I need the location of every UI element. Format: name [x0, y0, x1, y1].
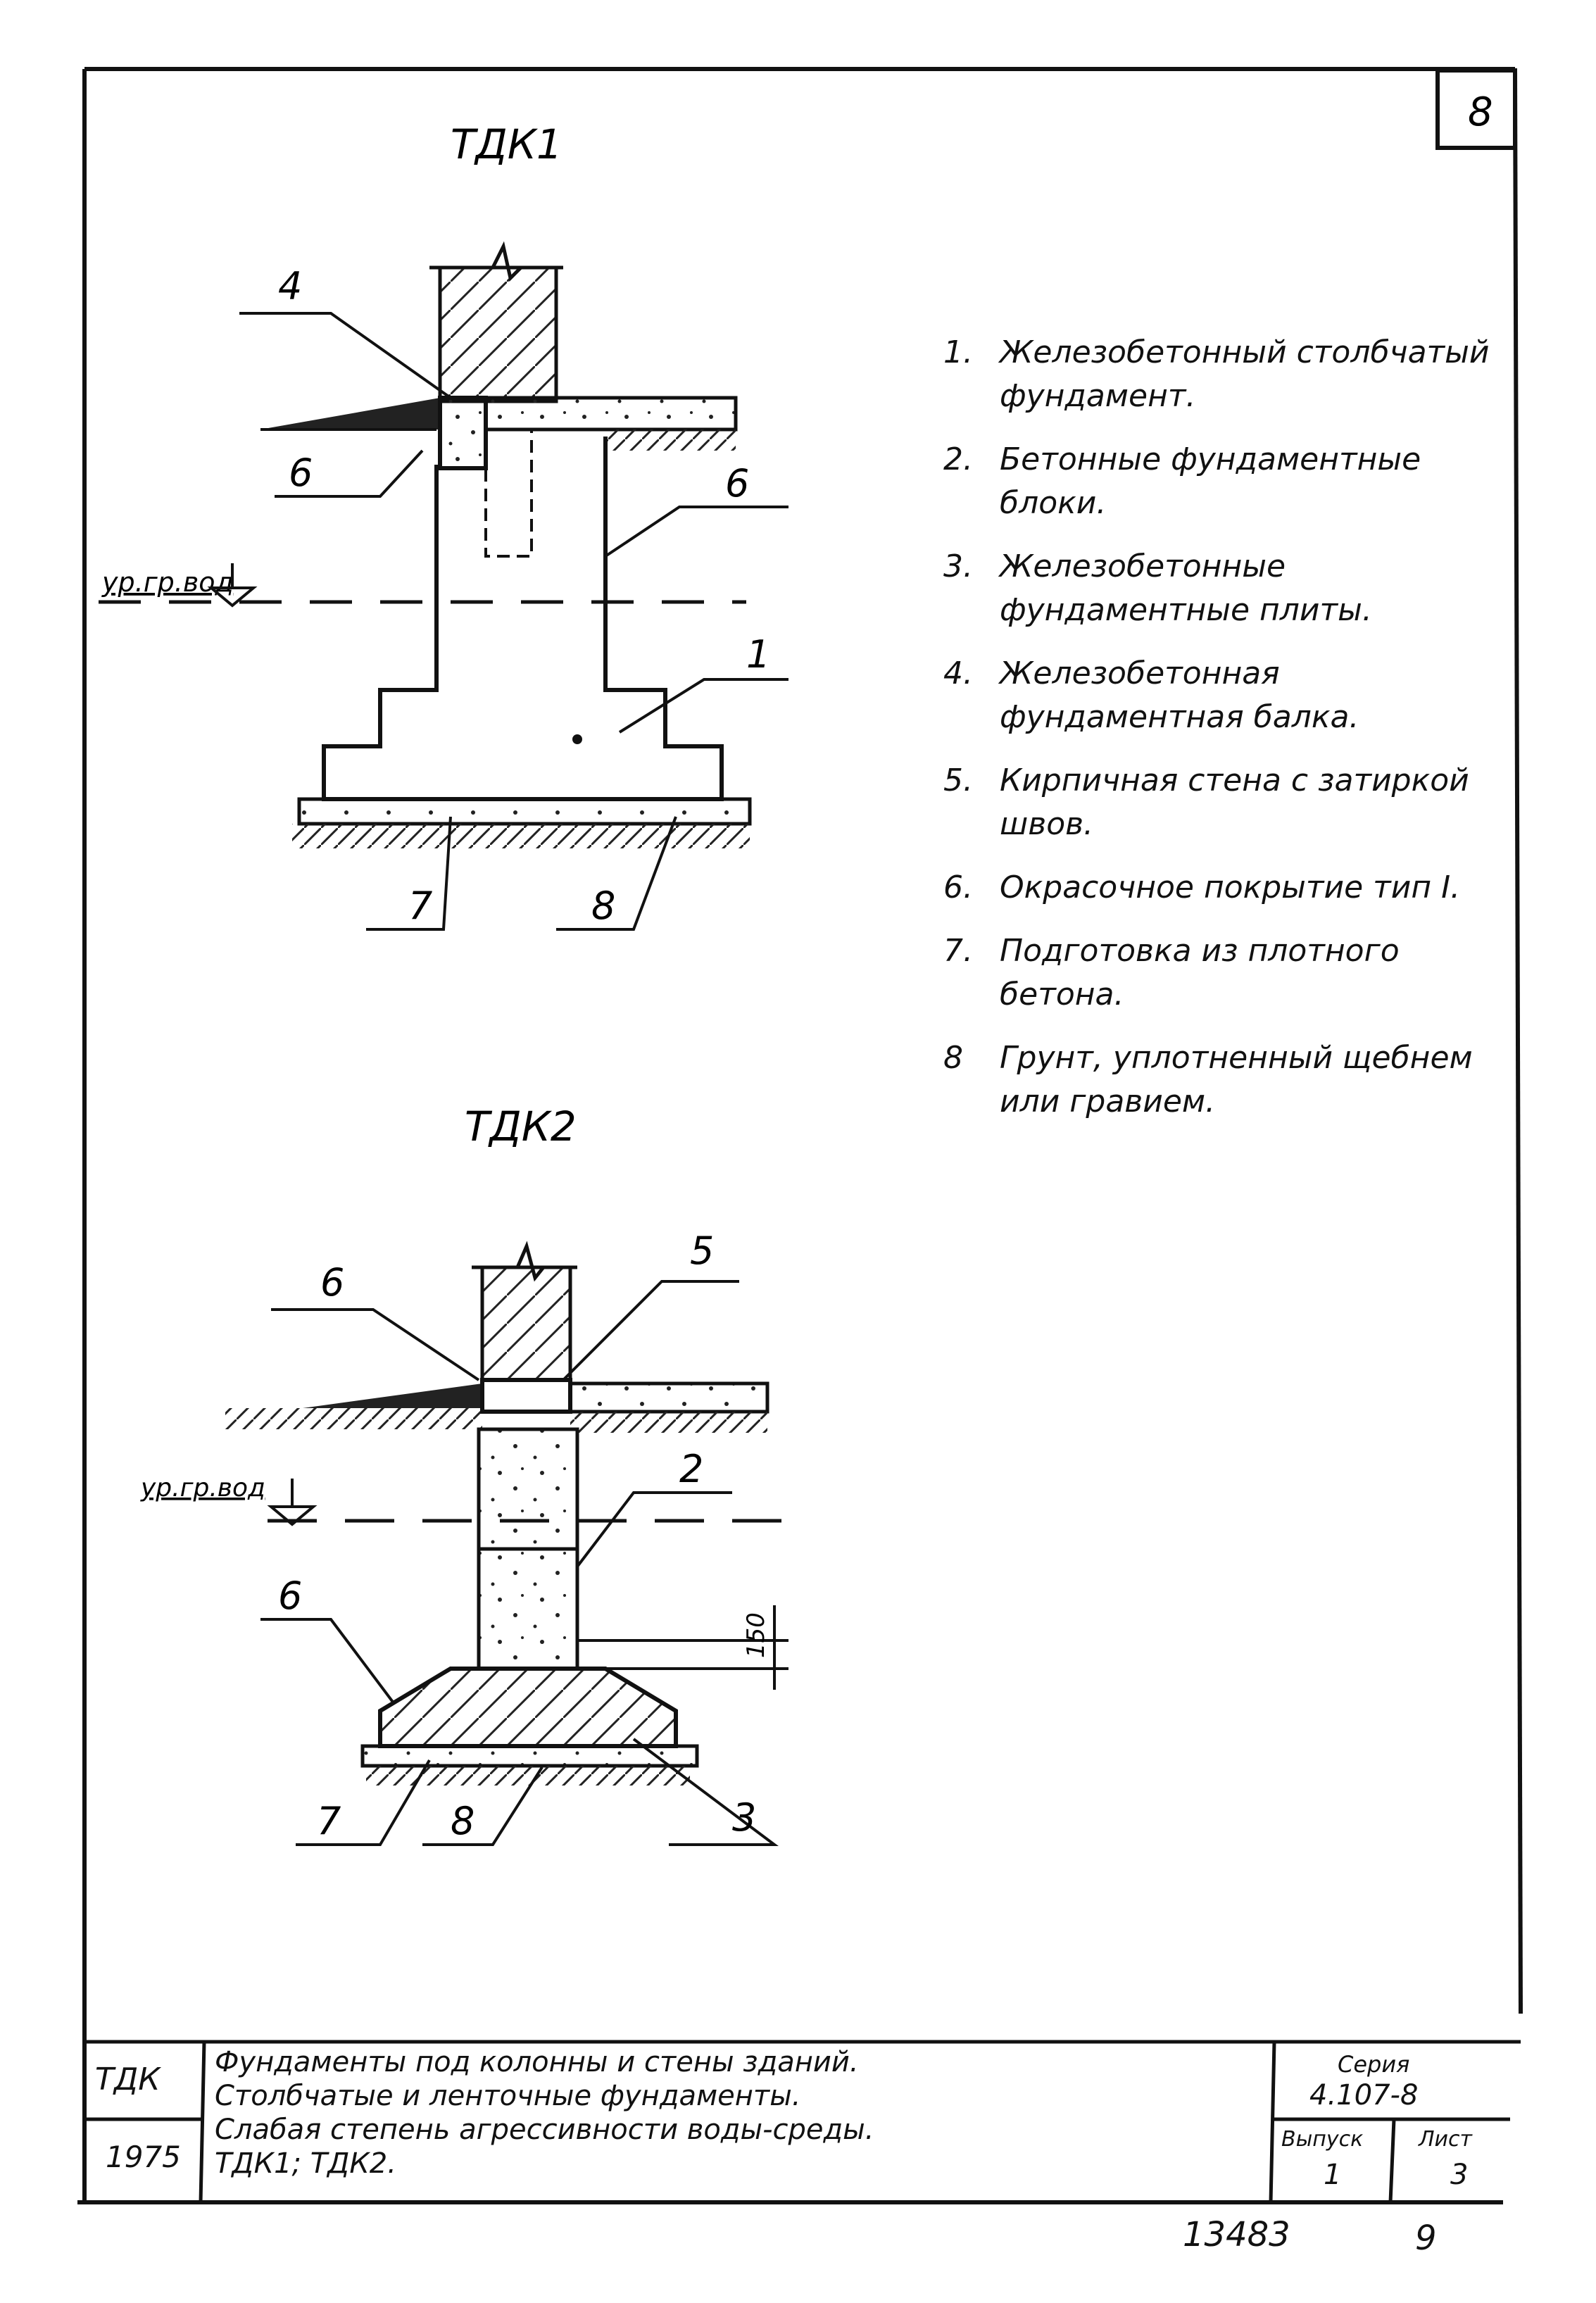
description-line: Фундаменты под колонны и стены зданий. — [215, 2046, 859, 2078]
tdk1-soil-right — [605, 429, 736, 451]
description-line: ТДК1; ТДК2. — [215, 2147, 396, 2180]
tdk2-floor-slab — [568, 1381, 769, 1414]
legend-number: 2. — [943, 441, 973, 477]
tdk1-drawing: ТДК1 ур.гр.вод 4 — [99, 120, 788, 931]
tdk1-callout-6-left: 6 — [289, 451, 313, 495]
tdk2-title: ТДК2 — [465, 1103, 577, 1150]
legend-number: 8 — [943, 1040, 963, 1076]
legend-text: Окрасочное покрытие тип I. — [1000, 870, 1461, 905]
tdk2-callout-6-bottom: 6 — [278, 1574, 302, 1618]
tdk2-wall-base — [480, 1378, 572, 1414]
legend-number: 4. — [943, 655, 973, 691]
series-label: Серия — [1338, 2051, 1410, 2078]
legend-number: 7. — [943, 933, 973, 969]
legend-number: 6. — [943, 870, 973, 905]
tdk2-drawing: ТДК2 ур.гр.вод 150 — [140, 1103, 788, 1846]
tdk2-blind-area — [303, 1383, 482, 1408]
legend: 1. Железобетонный столбчатый фундамент. … — [943, 331, 1521, 1143]
legend-text: Кирпичная стена с затиркой швов. — [1000, 763, 1469, 842]
legend-number: 1. — [943, 334, 973, 370]
legend-text: Грунт, уплотненный щебнем или гравием. — [1000, 1040, 1473, 1119]
legend-item: 3. Железобетонные фундаментные плиты. — [943, 545, 1521, 632]
tdk2-foundation-slab — [378, 1667, 678, 1748]
legend-item: 8 Грунт, уплотненный щебнем или гравием. — [943, 1036, 1521, 1124]
tdk2-callout-8: 8 — [451, 1799, 475, 1843]
legend-item: 4. Железобетонная фундаментная балка. — [943, 652, 1521, 739]
tdk1-callout-7: 7 — [408, 884, 432, 928]
title-block-grid — [84, 2040, 1521, 2203]
legend-item: 5. Кирпичная стена с затиркой швов. — [943, 759, 1521, 846]
title-block-year: 1975 — [106, 2140, 181, 2174]
tdk2-callout-6-top: 6 — [320, 1260, 344, 1305]
legend-number: 3. — [943, 548, 973, 584]
sheet-number: 8 — [1468, 89, 1493, 135]
tdk1-brick-wall — [438, 265, 558, 403]
tdk1-concrete-prep — [297, 797, 752, 826]
tdk2-foundation-block-upper — [477, 1427, 579, 1551]
sheet-value: 3 — [1450, 2159, 1469, 2191]
tdk1-callout-4: 4 — [278, 264, 302, 308]
tdk2-brick-wall — [480, 1265, 572, 1382]
series-value: 4.107-8 — [1309, 2079, 1419, 2111]
page-mark: 9 — [1415, 2219, 1437, 2258]
tdk1-water-level-label: ур.гр.вод — [101, 567, 234, 598]
tdk1-callout-1: 1 — [746, 632, 770, 677]
legend-item: 1. Железобетонный столбчатый фундамент. — [943, 331, 1521, 418]
tdk2-soil-base — [366, 1766, 690, 1786]
tdk1-callout-6-right: 6 — [725, 461, 749, 506]
tdk1-break-mark — [429, 241, 563, 282]
tdk2-soil-left — [225, 1408, 482, 1429]
inventory-number: 13483 — [1183, 2215, 1290, 2254]
tdk2-dimension — [577, 1605, 788, 1690]
legend-text: Подготовка из плотного бетона. — [1000, 933, 1400, 1012]
legend-text: Бетонные фундаментные блоки. — [1000, 441, 1421, 521]
description-line: Слабая степень агрессивности воды-среды. — [215, 2114, 874, 2146]
title-block-code: ТДК — [95, 2062, 161, 2097]
tdk2-water-level-label: ур.гр.вод — [140, 1474, 265, 1502]
legend-text: Железобетонный столбчатый фундамент. — [1000, 334, 1490, 414]
tdk1-blind-area — [260, 398, 440, 429]
tdk2-concrete-prep — [360, 1744, 699, 1768]
tdk1-foundation-beam — [438, 396, 488, 470]
tdk2-foundation-block-lower — [477, 1547, 579, 1671]
legend-text: Железобетонная фундаментная балка. — [1000, 655, 1359, 735]
description-line: Столбчатые и ленточные фундаменты. — [215, 2080, 801, 2112]
tdk2-callout-7: 7 — [317, 1799, 341, 1843]
legend-text: Железобетонные фундаментные плиты. — [1000, 548, 1372, 628]
legend-item: 2. Бетонные фундаментные блоки. — [943, 438, 1521, 525]
sheet-label: Лист — [1419, 2127, 1473, 2152]
tdk2-dimension-150: 150 — [742, 1612, 770, 1658]
tdk1-soil-base — [292, 824, 750, 848]
legend-number: 5. — [943, 763, 973, 798]
legend-item: 7. Подготовка из плотного бетона. — [943, 929, 1521, 1017]
tdk2-callout-5: 5 — [690, 1229, 714, 1273]
issue-value: 1 — [1324, 2159, 1342, 2191]
tdk2-callout-2: 2 — [679, 1447, 703, 1491]
title-block-description: Фундаменты под колонны и стены зданий. С… — [215, 2045, 1264, 2180]
issue-label: Выпуск — [1281, 2127, 1364, 2152]
tdk2-break-mark — [472, 1241, 577, 1282]
tdk2-soil-right — [570, 1412, 767, 1433]
tdk1-callout-8: 8 — [591, 884, 615, 928]
tdk1-floor-slab — [484, 396, 738, 432]
tdk2-callout-3: 3 — [732, 1795, 756, 1840]
tdk1-title: ТДК1 — [451, 120, 563, 168]
legend-item: 6. Окрасочное покрытие тип I. — [943, 866, 1521, 910]
sheet-frame — [77, 67, 1523, 2204]
tdk1-column — [484, 429, 533, 558]
